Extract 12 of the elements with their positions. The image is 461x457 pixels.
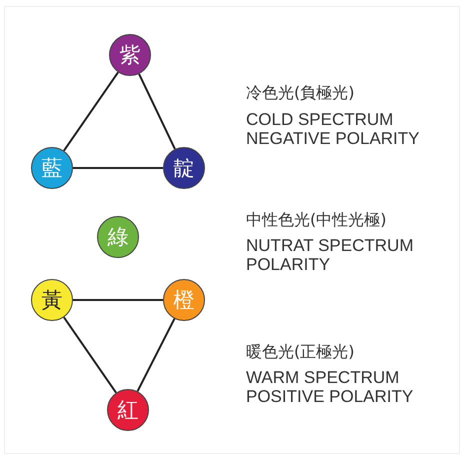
connector-line (136, 318, 176, 392)
connector-line (73, 299, 163, 301)
heading-label: 中性色光(中性光極) (246, 210, 388, 229)
connector-line (73, 167, 163, 169)
description-label: WARM SPECTRUM POSITIVE POLARITY (246, 368, 414, 406)
description-label: NUTRAT SPECTRUM POLARITY (246, 236, 414, 274)
connector-line (63, 72, 119, 152)
connector-line (63, 316, 117, 394)
connector-line (138, 74, 176, 150)
description-label: COLD SPECTRUM NEGATIVE POLARITY (246, 110, 421, 148)
heading-label: 暖色光(正極光) (246, 342, 356, 361)
heading-label: 冷色光(負極光) (246, 83, 356, 102)
